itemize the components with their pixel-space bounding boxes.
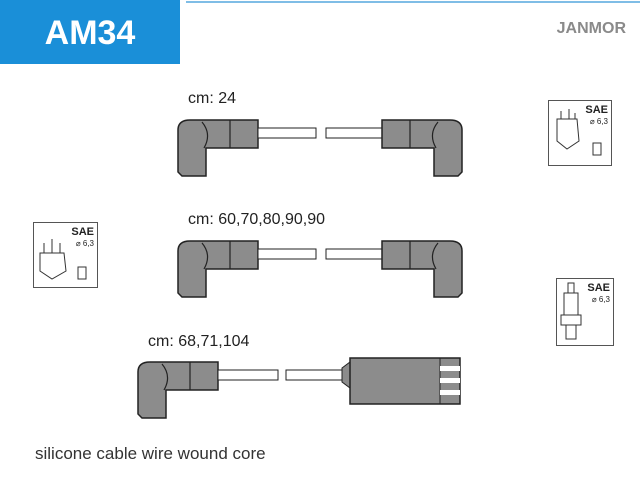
product-code-box xyxy=(0,0,180,64)
header-divider xyxy=(186,1,640,3)
spark-plug-icon-box: SAE ⌀ 6,3 xyxy=(556,278,614,346)
spark-plug-icon xyxy=(560,282,582,340)
cable-3 xyxy=(137,357,461,419)
distributor-cap-icon xyxy=(556,109,602,156)
cable-description: silicone cable wire wound core xyxy=(35,444,266,463)
cable-2-length: cm: 60,70,80,90,90 xyxy=(188,211,325,228)
cable-1 xyxy=(177,119,463,177)
distributor-cap-icon xyxy=(39,239,87,280)
cable-3-length: cm: 68,71,104 xyxy=(148,333,250,350)
brand-name: JANMOR xyxy=(556,20,626,37)
cable-1-length: cm: 24 xyxy=(188,90,237,107)
cable-2 xyxy=(177,240,463,298)
distributor-icon-right: SAE ⌀ 6,3 xyxy=(548,100,612,166)
distributor-icon-left: SAE ⌀ 6,3 xyxy=(33,222,98,288)
product-code: AM34 xyxy=(44,14,136,52)
